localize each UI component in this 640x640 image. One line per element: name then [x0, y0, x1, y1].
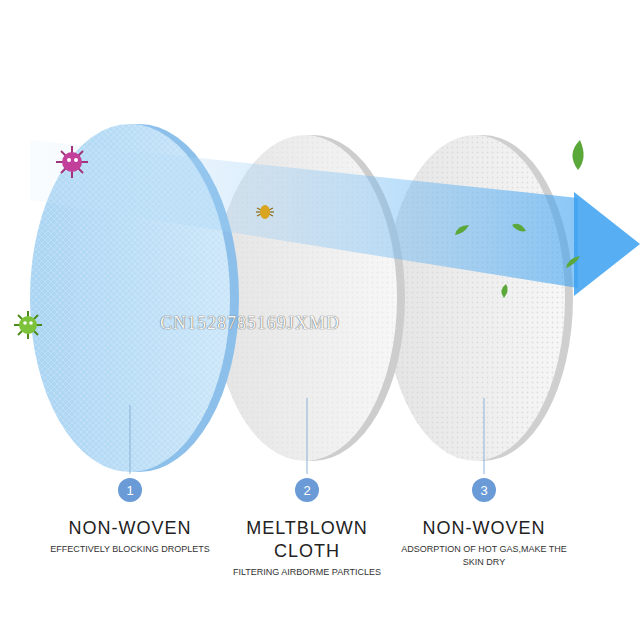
callout-number: 1 [126, 483, 133, 498]
callout-circle: 1 [118, 478, 142, 502]
callout-circle: 2 [295, 478, 319, 502]
callout-circle: 3 [472, 478, 496, 502]
layer-name: NON-WOVEN [389, 517, 579, 540]
watermark: CN1528785169JXMD [160, 313, 340, 334]
layer-name: NON-WOVEN [35, 517, 225, 540]
callout-number: 2 [303, 483, 310, 498]
layer-name: MELTBLOWN CLOTH [237, 517, 377, 563]
layer-note: ADSORPTION OF HOT GAS,MAKE THE SKIN DRY [400, 543, 568, 569]
callout-number: 3 [480, 483, 487, 498]
layer-note: EFFECTIVELY BLOCKING DROPLETS [30, 543, 230, 556]
layer-note: FILTERING AIRBORME PARTICLES [220, 566, 395, 579]
